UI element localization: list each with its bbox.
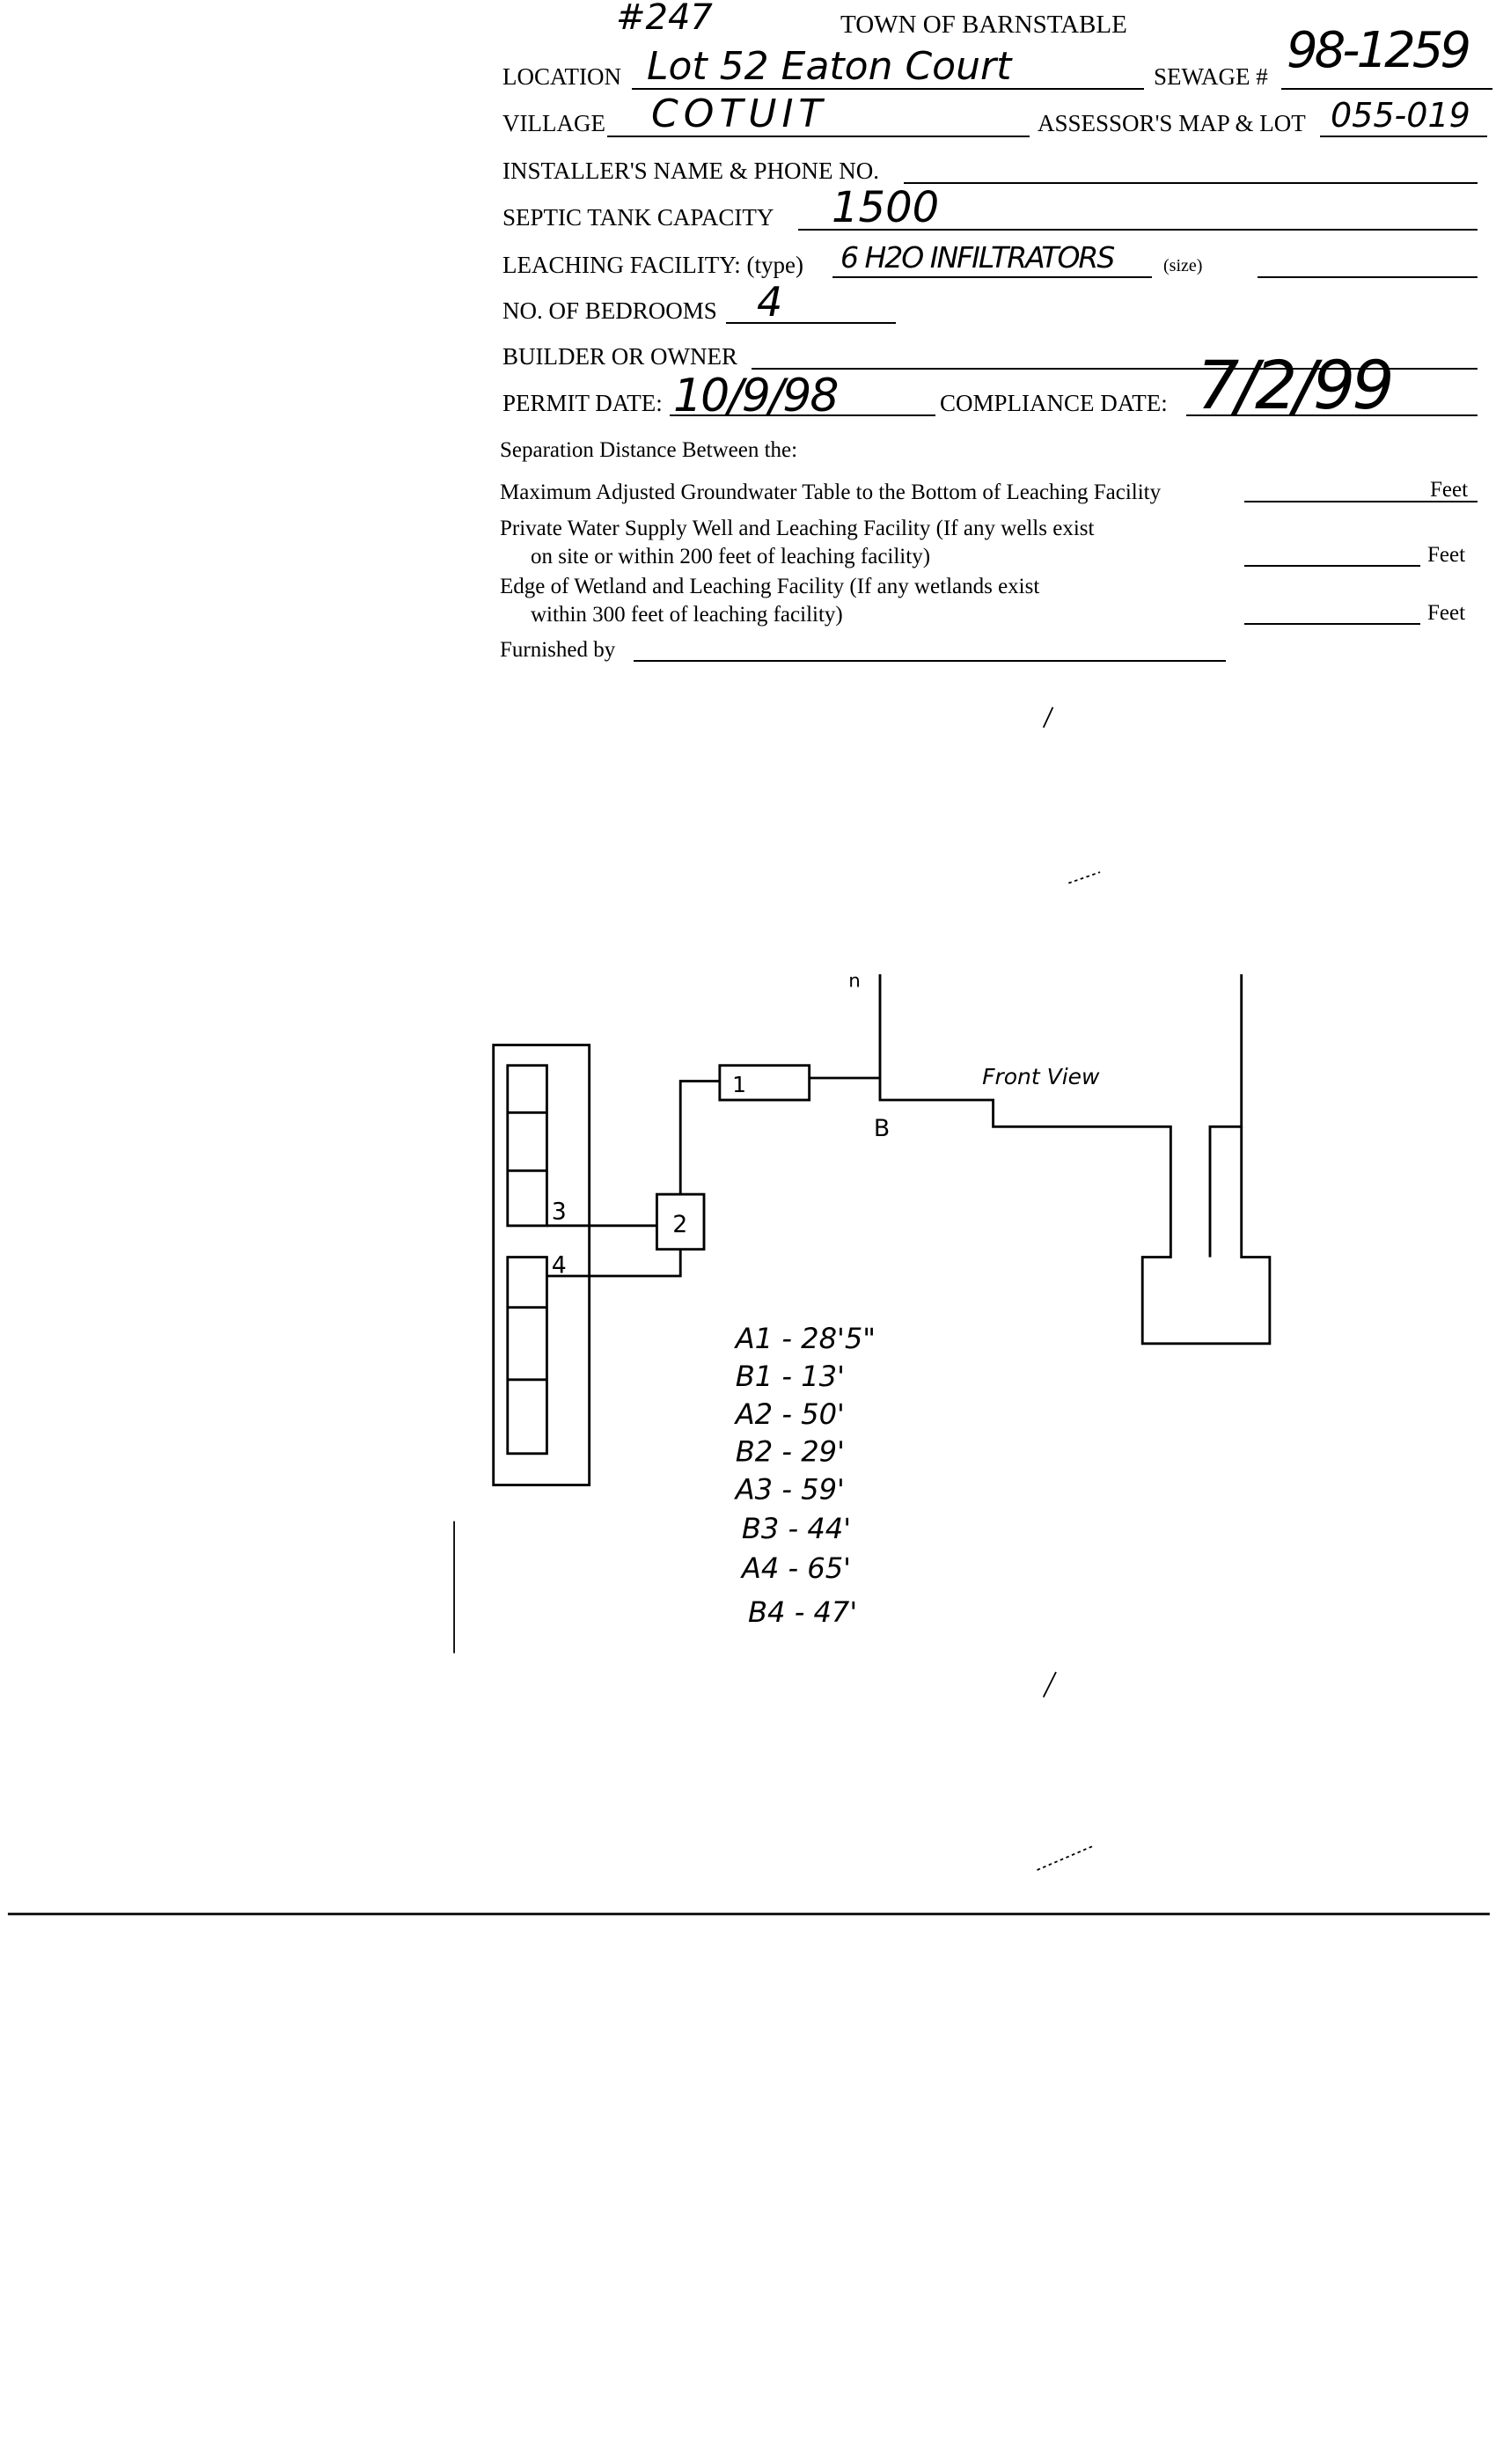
scan-mark <box>1067 871 1101 884</box>
measurement-a4: A4 - 65' <box>740 1551 851 1585</box>
assessor-value[interactable]: 055-019 <box>1331 96 1470 135</box>
measurement-b3: B3 - 44' <box>742 1512 851 1545</box>
permit-date-value[interactable]: 10/9/98 <box>673 370 839 422</box>
measurement-a2: A2 - 50' <box>734 1397 845 1431</box>
permit-date-label: PERMIT DATE: <box>502 390 663 416</box>
leaching-chamber-upper <box>506 1064 548 1228</box>
separation-well-line[interactable] <box>1244 565 1420 567</box>
measurement-a3: A3 - 59' <box>734 1473 845 1507</box>
house-front-view-inner <box>1208 974 1243 1258</box>
compliance-date-label: COMPLIANCE DATE: <box>940 390 1168 416</box>
measurement-b2: B2 - 29' <box>736 1435 845 1469</box>
front-view-label: Front View <box>982 1064 1100 1089</box>
separation-well-text: Private Water Supply Well and Leaching F… <box>500 517 1095 540</box>
scan-mark <box>1037 1845 1093 1871</box>
village-label: VILLAGE <box>502 110 605 136</box>
separation-groundwater-line[interactable] <box>1244 501 1478 502</box>
scan-mark <box>1042 1671 1057 1698</box>
permit-date-line <box>670 414 935 416</box>
separation-wetland-text-2: within 300 feet of leaching facility) <box>531 603 843 627</box>
measurement-a1: A1 - 28'5" <box>734 1322 876 1355</box>
installer-label: INSTALLER'S NAME & PHONE NO. <box>502 158 879 184</box>
location-label: LOCATION <box>502 63 621 90</box>
installer-line <box>904 182 1478 184</box>
leaching-size-label: (size) <box>1163 256 1203 275</box>
bedrooms-value[interactable]: 4 <box>757 278 783 326</box>
assessor-line <box>1320 136 1487 137</box>
compliance-date-value[interactable]: 7/2/99 <box>1197 346 1395 424</box>
location-line <box>632 88 1144 90</box>
point-b-label: B <box>874 1115 890 1142</box>
village-value[interactable]: COTUIT <box>651 92 828 136</box>
measurement-list: A1 - 28'5" B1 - 13' A2 - 50' B2 - 29' A3… <box>734 1322 876 1629</box>
separation-wetland-text: Edge of Wetland and Leaching Facility (I… <box>500 575 1040 598</box>
sewage-label: SEWAGE # <box>1154 63 1268 90</box>
leaching-field-outline <box>492 1044 591 1486</box>
septic-line <box>798 229 1478 231</box>
box-1-label: 1 <box>732 1072 746 1097</box>
builder-line <box>752 368 1478 370</box>
separation-wetland-line[interactable] <box>1244 623 1420 625</box>
pipe-box-to-tank <box>678 1080 720 1195</box>
septic-tank-box <box>718 1064 811 1102</box>
sewage-line <box>1281 88 1492 90</box>
pipe-4-label: 4 <box>552 1251 567 1279</box>
measurement-b4: B4 - 47' <box>748 1595 857 1629</box>
pipe-3-label: 3 <box>552 1199 567 1226</box>
separation-wetland-unit: Feet <box>1427 601 1466 625</box>
leaching-line <box>832 276 1152 278</box>
separation-groundwater-text: Maximum Adjusted Groundwater Table to th… <box>500 480 1162 504</box>
location-value[interactable]: Lot 52 Eaton Court <box>647 44 1012 89</box>
builder-label: BUILDER OR OWNER <box>502 343 737 370</box>
separation-groundwater-unit: Feet <box>1430 478 1469 502</box>
separation-well-text-2: on site or within 200 feet of leaching f… <box>531 545 931 568</box>
separation-well-unit: Feet <box>1427 543 1466 567</box>
scan-mark <box>1042 707 1054 729</box>
bedrooms-line <box>726 322 896 324</box>
village-line <box>607 136 1030 137</box>
furnished-by-line[interactable] <box>634 660 1226 662</box>
sewage-value[interactable]: 98-1259 <box>1287 22 1471 79</box>
bedrooms-label: NO. OF BEDROOMS <box>502 297 717 324</box>
compliance-date-line <box>1186 414 1478 416</box>
document-title: TOWN OF BARNSTABLE <box>840 11 1127 39</box>
measurement-b1: B1 - 13' <box>736 1360 845 1393</box>
leaching-label: LEACHING FACILITY: (type) <box>502 252 803 278</box>
septic-value[interactable]: 1500 <box>832 183 940 232</box>
leaching-size-line <box>1258 276 1478 278</box>
house-front-view <box>878 974 1272 1346</box>
septic-label: SEPTIC TANK CAPACITY <box>502 204 774 231</box>
furnished-by-label: Furnished by <box>500 638 616 662</box>
file-number: #247 <box>616 0 713 38</box>
assessor-label: ASSESSOR'S MAP & LOT <box>1038 110 1306 136</box>
top-mark: n <box>848 970 861 992</box>
pipe-4 <box>546 1249 682 1278</box>
separation-heading: Separation Distance Between the: <box>500 438 798 462</box>
leaching-value[interactable]: 6 H2O INFILTRATORS <box>840 240 1115 275</box>
box-2-label: 2 <box>672 1211 687 1238</box>
leaching-chamber-lower <box>506 1256 548 1456</box>
